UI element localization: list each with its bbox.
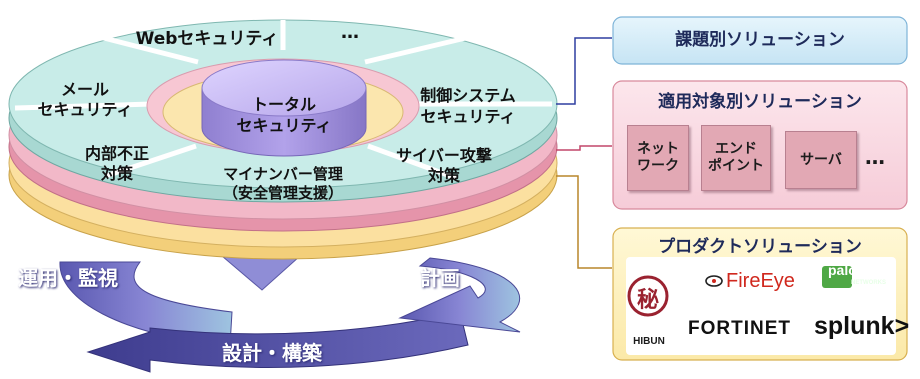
ring-segment-dividers xyxy=(14,20,552,181)
fireeye-eye-icon xyxy=(705,275,723,287)
target-panel-title: 適用対象別ソリューション xyxy=(658,92,862,112)
ring-segment-mynumber: マイナンバー管理 （安全管理支援） xyxy=(222,165,343,202)
ring-segment-internal: 内部不正 対策 xyxy=(84,144,149,183)
paloalto-logo-sub: NETWORKS xyxy=(851,280,886,286)
issue-panel-bg xyxy=(612,16,908,65)
hibun-mark: 秘 xyxy=(636,287,659,313)
cycle-label-design: 設計・構築 xyxy=(222,341,322,365)
hibun-logo-text: HIBUN xyxy=(633,336,665,347)
center-hub xyxy=(201,59,367,157)
chip-more: … xyxy=(865,145,887,169)
fireeye-logo: FireEye xyxy=(726,270,795,292)
product-panel[interactable]: プロダクトソリューション xyxy=(613,228,907,360)
cycle-label-operate: 運用・監視 xyxy=(18,266,118,290)
cycle-arrow-top xyxy=(220,255,302,291)
cycle-arrows xyxy=(59,255,521,373)
chip-endpoint[interactable]: エンド ポイント xyxy=(701,125,771,191)
splunk-logo: splunk> xyxy=(814,312,910,340)
ring-segment-control: 制御システム セキュリティ xyxy=(420,86,516,126)
fortinet-logo: FORTINET xyxy=(688,318,791,339)
center-hub-label: トータル セキュリティ xyxy=(236,95,332,135)
paloalto-mark-icon xyxy=(822,266,852,288)
chip-server[interactable]: サーバ xyxy=(785,131,857,189)
cycle-label-plan: 計画 xyxy=(420,266,460,290)
product-panel-title: プロダクトソリューション xyxy=(658,237,862,257)
issue-panel[interactable]: 課題別ソリューション xyxy=(613,17,907,64)
paloalto-logo: paloalto xyxy=(828,262,882,278)
ring-segment-web: Webセキュリティ xyxy=(135,29,279,49)
cycle-arrow-right xyxy=(398,257,521,333)
hibun-logo xyxy=(627,275,669,317)
connector-lines xyxy=(556,37,612,269)
cycle-arrow-bottom xyxy=(86,311,469,373)
issue-panel-title: 課題別ソリューション xyxy=(675,30,845,50)
ring-segment-cyber: サイバー攻撃 対策 xyxy=(396,146,492,185)
chip-network[interactable]: ネット ワーク xyxy=(627,125,689,191)
ring-segment-mail: メール セキュリティ xyxy=(37,80,133,119)
target-panel[interactable]: 適用対象別ソリューション ネット ワーク エンド ポイント サーバ … xyxy=(613,81,907,209)
ring-segment-more: … xyxy=(341,22,359,43)
